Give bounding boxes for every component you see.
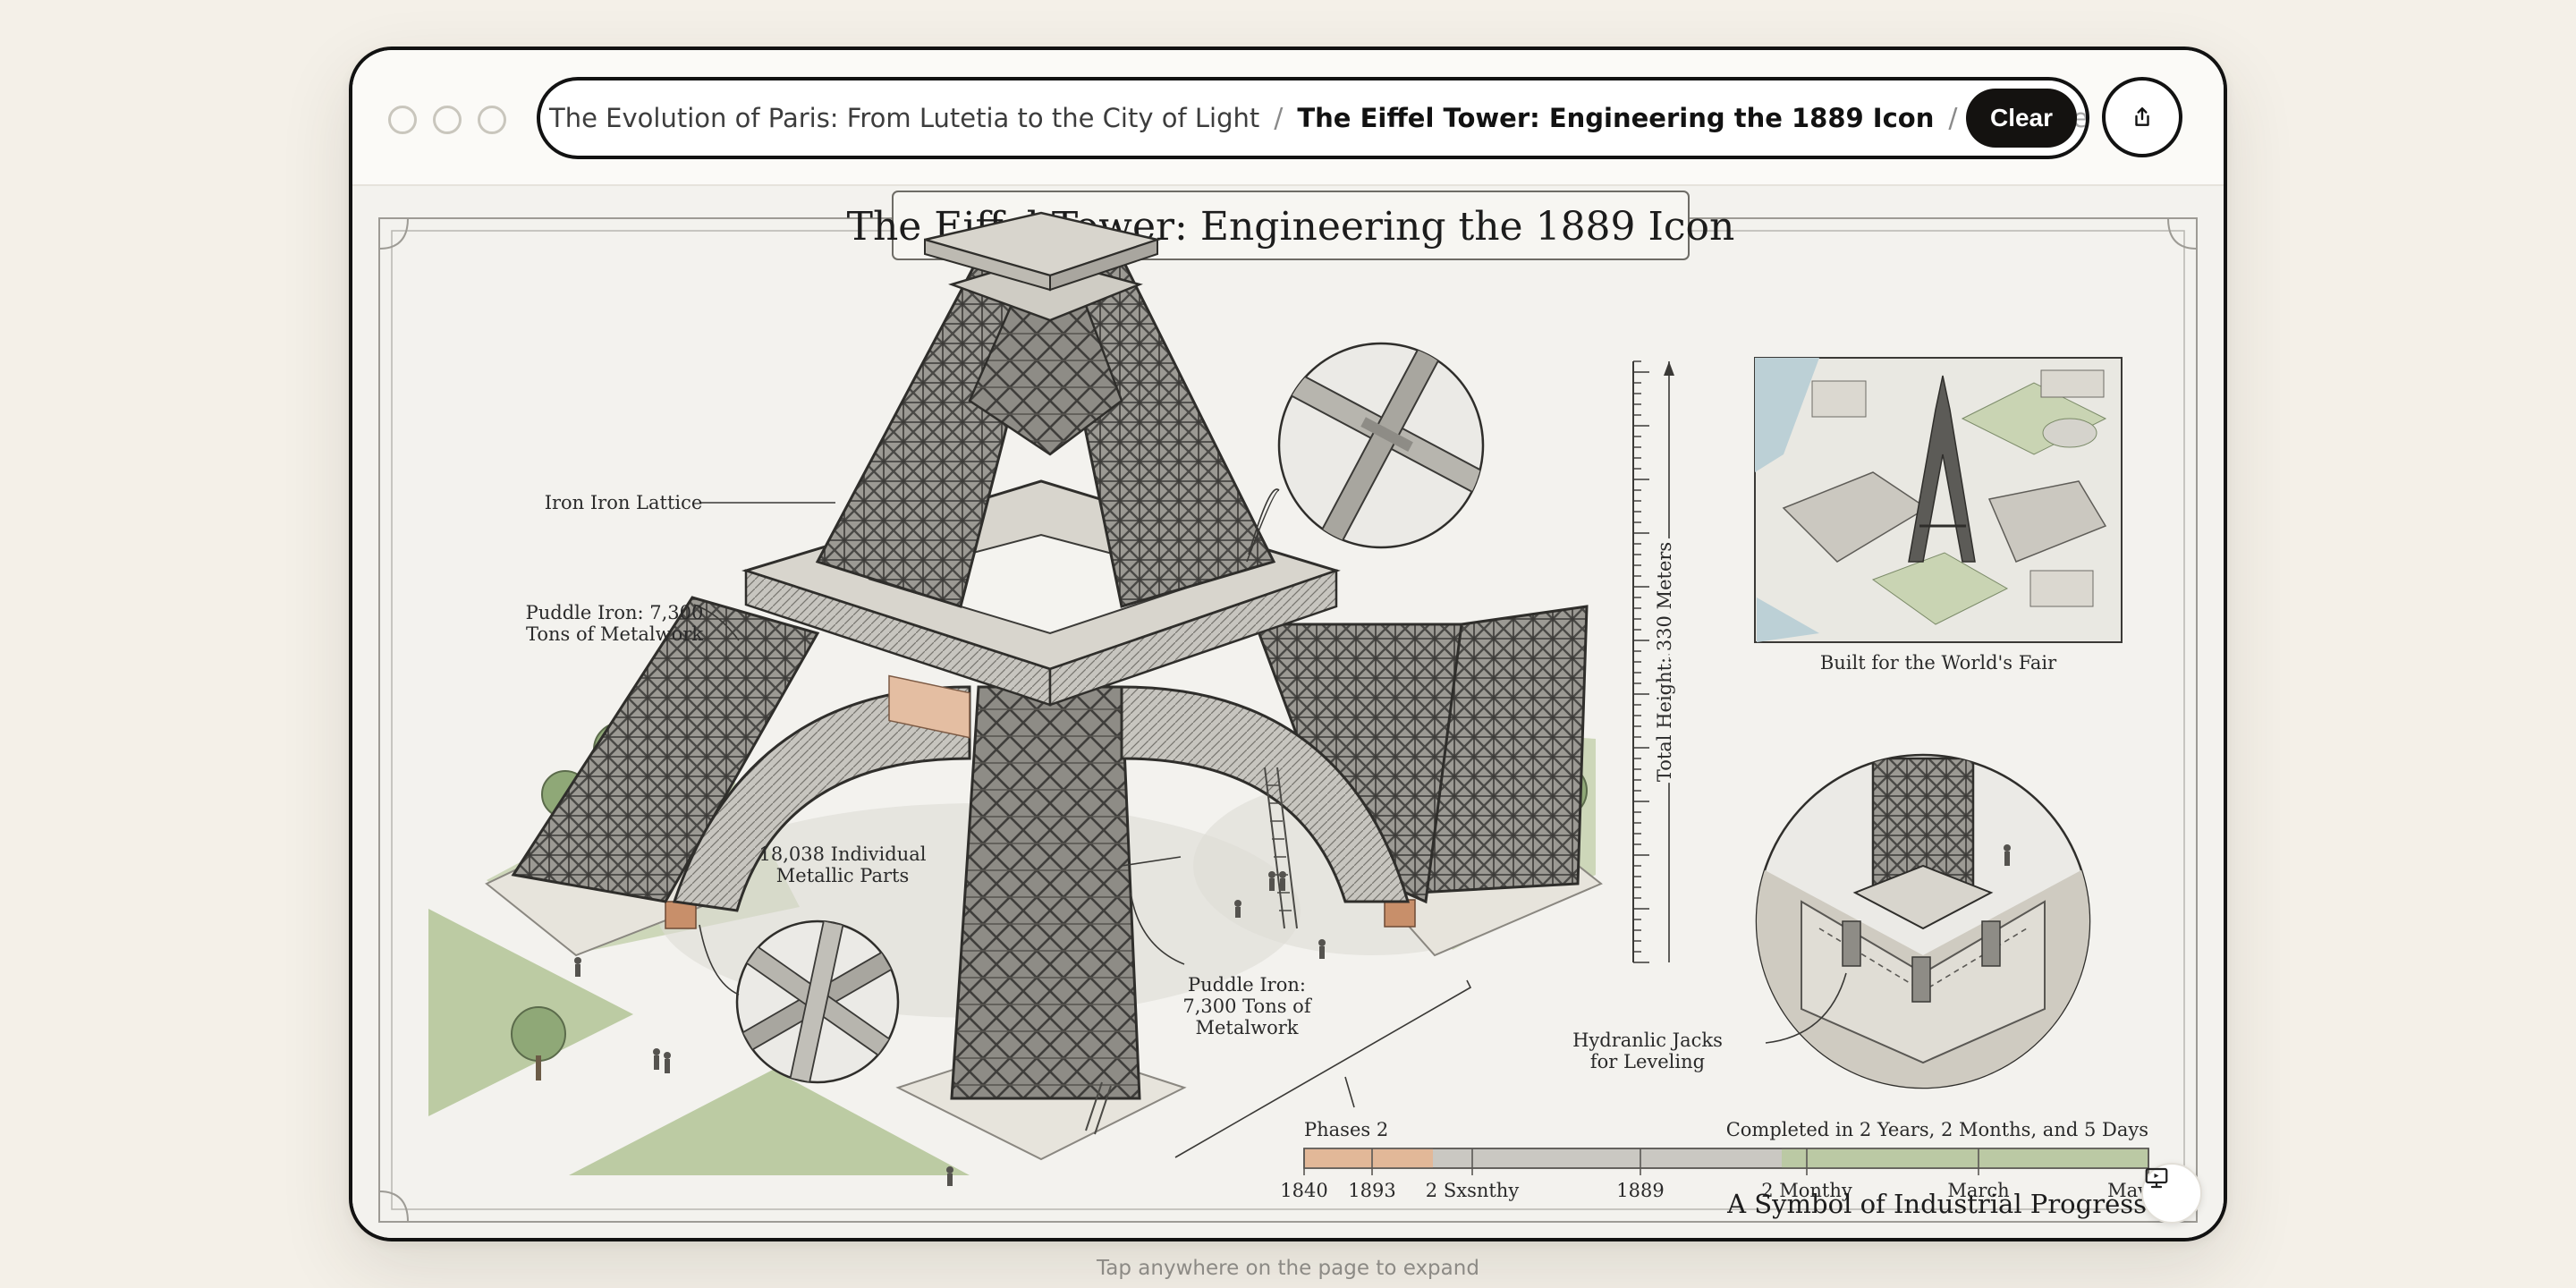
timeline-tick-label: 2 Sxsnthy <box>1426 1180 1520 1201</box>
browser-window: The Evolution of Paris: From Lutetia to … <box>349 47 2227 1241</box>
window-dot-3[interactable] <box>478 106 506 134</box>
present-button[interactable] <box>2141 1163 2202 1224</box>
label-puddle-iron-top-2: Tons of Metalwork <box>526 623 703 645</box>
label-hydraulic-jacks-2: for Leveling <box>1590 1051 1705 1072</box>
label-iron-lattice: Iron Iron Lattice <box>545 492 703 513</box>
tower-upper <box>815 211 1276 608</box>
height-label: Total Height: 330 Meters <box>1654 542 1675 782</box>
timeline-tick-label: March <box>1947 1180 2009 1201</box>
people-figures <box>574 871 1326 1186</box>
worlds-fair-caption: Built for the World's Fair <box>1820 652 2057 674</box>
breadcrumb-item-parent[interactable]: The Evolution of Paris: From Lutetia to … <box>549 103 1260 133</box>
label-puddle-iron-mid-1: Puddle Iron: <box>1188 974 1306 996</box>
presentation-icon <box>2145 1167 2168 1189</box>
joint-detail-circle <box>1277 342 1485 549</box>
timeline-tick-label: 1889 <box>1616 1180 1664 1201</box>
label-puddle-iron-top-1: Puddle Iron: 7,300 <box>526 602 704 623</box>
timeline-tick-label: 2 Monthy <box>1761 1180 1852 1201</box>
timeline-completed-label: Completed in 2 Years, 2 Months, and 5 Da… <box>1726 1119 2148 1140</box>
breadcrumb-item-current[interactable]: The Eiffel Tower: Engineering the 1889 I… <box>1297 103 1935 133</box>
window-dot-1[interactable] <box>388 106 417 134</box>
construction-timeline: Phases 2 Completed in 2 Years, 2 Months,… <box>1280 1119 2149 1201</box>
rivet-detail-circle <box>735 919 900 1084</box>
label-puddle-iron-mid-3: Metalwork <box>1196 1017 1299 1038</box>
lawn-bottom <box>569 1070 970 1175</box>
illustration-canvas[interactable]: The Eiffel Tower: Engineering the 1889 I… <box>352 186 2224 1238</box>
foundation-detail-circle <box>1755 753 2091 1089</box>
share-icon <box>2135 107 2149 126</box>
label-metallic-parts-1: 18,038 Individual <box>759 843 927 865</box>
tower-lower-legs <box>511 596 1589 1100</box>
expand-hint: Tap anywhere on the page to expand <box>1097 1257 1479 1280</box>
breadcrumb-separator: / <box>1948 102 1958 134</box>
clear-button[interactable]: Clear <box>1966 89 2077 148</box>
label-puddle-iron-mid-2: 7,300 Tons of <box>1182 996 1312 1017</box>
window-dot-2[interactable] <box>433 106 462 134</box>
timeline-phases-label: Phases 2 <box>1304 1119 1388 1140</box>
height-ruler <box>1632 360 1674 963</box>
footer-caption: A Symbol of Industrial Progress <box>1726 1189 2147 1219</box>
share-button[interactable] <box>2102 77 2182 157</box>
eiffel-illustration: The Eiffel Tower: Engineering the 1889 I… <box>378 191 2198 1223</box>
timeline-tick-label: 1893 <box>1348 1180 1395 1201</box>
label-metallic-parts-2: Metallic Parts <box>776 865 909 886</box>
breadcrumb-bar[interactable]: The Evolution of Paris: From Lutetia to … <box>537 77 2089 159</box>
worlds-fair-map <box>1754 357 2123 643</box>
breadcrumb-separator: / <box>1274 102 1284 134</box>
timeline-tick-label: 1840 <box>1280 1180 1327 1201</box>
label-hydraulic-jacks-1: Hydranlic Jacks <box>1572 1030 1723 1051</box>
toolbar: The Evolution of Paris: From Lutetia to … <box>352 50 2224 186</box>
